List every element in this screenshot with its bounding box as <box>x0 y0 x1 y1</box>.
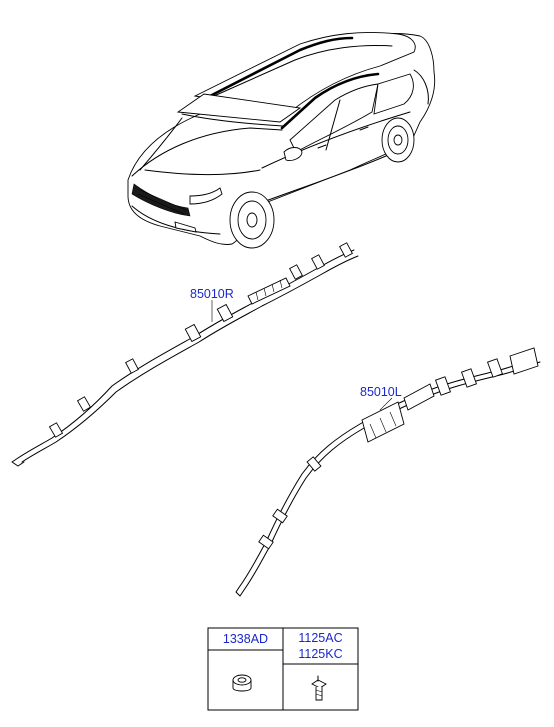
curtain-airbag-left <box>235 347 541 597</box>
vehicle-illustration <box>127 32 436 249</box>
part-number-1125KC: 1125KC <box>298 647 342 661</box>
curtain-airbag-right <box>11 242 359 467</box>
part-number-1338AD: 1338AD <box>223 632 268 646</box>
leader-line-left <box>379 397 393 411</box>
nut-icon <box>232 674 252 692</box>
part-number-1125AC: 1125AC <box>298 631 342 645</box>
bolt-icon <box>311 675 327 701</box>
callout-85010R: 85010R <box>190 287 234 301</box>
callout-85010L: 85010L <box>360 385 402 399</box>
parts-table: 1338AD 1125AC 1125KC <box>207 627 359 711</box>
